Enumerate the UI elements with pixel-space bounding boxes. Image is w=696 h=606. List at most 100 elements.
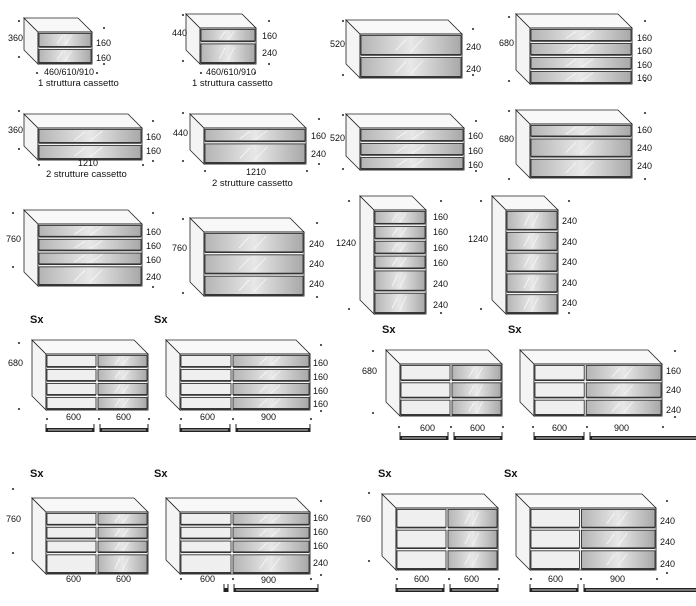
dimension-marker: [98, 418, 100, 420]
dimension-marker: [342, 20, 344, 22]
glass-reflection: [623, 367, 634, 379]
cabinet-side: [491, 195, 507, 315]
glass-reflection: [89, 240, 103, 250]
dimension-marker: [472, 28, 474, 30]
glass-reflection: [611, 368, 621, 378]
glass-reflection: [64, 34, 72, 46]
dimension-marker: [450, 426, 452, 428]
glass-reflection: [464, 533, 471, 545]
drawer-front: [180, 397, 232, 409]
glass-reflection: [114, 515, 121, 523]
sideboard-760b-600-900: [515, 493, 657, 571]
dimension-marker: [182, 112, 184, 114]
glass-reflection: [258, 528, 268, 537]
dimension-label: 520: [330, 39, 346, 49]
dimension-label: 240: [562, 237, 578, 247]
glass-reflection: [258, 542, 268, 551]
drawer-front: [180, 513, 232, 525]
sideboard-760-600-600: [31, 497, 149, 575]
dimension-label: 240: [433, 279, 449, 289]
dimension-marker: [12, 552, 14, 554]
dimension-label: 160: [433, 212, 449, 222]
glass-reflection: [258, 399, 268, 407]
glass-reflection: [468, 385, 475, 395]
dimension-marker: [372, 350, 374, 352]
dimension-label: 460/610/910: [44, 67, 95, 77]
glass-reflection: [476, 384, 484, 396]
glass-reflection: [531, 297, 539, 311]
sideboard-680-600-600: [31, 339, 149, 411]
dimension-marker: [320, 574, 322, 576]
caption: 1 struttura cassetto: [38, 78, 119, 89]
glass-reflection: [122, 514, 130, 524]
drawer-front: [46, 513, 97, 525]
glass-reflection: [580, 44, 594, 54]
dimension-label: 1240: [468, 234, 489, 244]
drawer-front: [200, 43, 256, 63]
dimension-marker: [368, 560, 370, 562]
dimension-marker: [644, 20, 646, 22]
dimension-marker: [508, 80, 510, 82]
dimension-marker: [644, 112, 646, 114]
cabinet-top: [381, 493, 499, 509]
dresser-360-1: [23, 17, 93, 65]
cabinet-side: [359, 195, 375, 315]
dimension-label: 600: [66, 574, 82, 584]
glass-reflection: [476, 367, 484, 379]
glass-reflection: [523, 256, 530, 268]
glass-reflection: [391, 297, 398, 309]
side-label: Sx: [30, 314, 44, 326]
glass-reflection: [253, 257, 267, 271]
dimension-marker: [398, 426, 400, 428]
dimension-marker: [152, 160, 154, 162]
glass-reflection: [391, 243, 398, 252]
glass-reflection: [523, 214, 530, 226]
dimension-marker: [368, 492, 370, 494]
dimension-marker: [310, 418, 312, 420]
drawer-front: [374, 270, 426, 291]
dimension-label: 440: [172, 28, 188, 38]
dimension-label: 160: [468, 160, 484, 170]
dimension-marker: [148, 418, 150, 420]
glass-reflection: [472, 532, 480, 546]
chest-1240-5: [491, 195, 559, 315]
dimension-marker: [320, 500, 322, 502]
dimension-marker: [96, 72, 98, 74]
glass-reflection: [472, 511, 480, 525]
dimension-label: 160: [313, 513, 329, 523]
dimension-label: 900: [261, 412, 277, 422]
drawer-front: [180, 369, 232, 381]
glass-reflection: [468, 368, 475, 378]
glass-reflection: [391, 213, 398, 222]
dimension-marker: [586, 426, 588, 428]
dimension-marker: [644, 80, 646, 82]
dimension-marker: [152, 212, 154, 214]
dimension-marker: [316, 296, 318, 298]
glass-reflection: [476, 401, 484, 413]
cabinet-top: [165, 339, 311, 355]
dimension-label: 160: [313, 527, 329, 537]
glass-reflection: [531, 213, 539, 227]
dimension-label: 240: [637, 143, 653, 153]
width-bar-inner: [402, 437, 446, 439]
width-bar-inner: [586, 589, 696, 591]
glass-reflection: [258, 515, 268, 523]
glass-reflection: [122, 528, 130, 538]
dimension-label: 240: [309, 279, 325, 289]
dimension-marker: [268, 63, 270, 65]
glass-reflection: [270, 557, 281, 571]
glass-reflection: [611, 402, 621, 412]
glass-reflection: [122, 398, 130, 408]
glass-reflection: [64, 50, 72, 62]
glass-reflection: [89, 269, 103, 283]
dresser-760-4: [23, 209, 143, 287]
dimension-label: 240: [562, 298, 578, 308]
glass-reflection: [396, 145, 408, 153]
sideboard-680b-600-600: [385, 349, 503, 417]
glass-reflection: [396, 131, 408, 139]
drawer-front: [46, 554, 97, 573]
dresser-520-2: [345, 113, 465, 171]
glass-reflection: [270, 541, 281, 551]
module-width-bars: [179, 424, 311, 432]
module-width-bars: [395, 584, 499, 592]
